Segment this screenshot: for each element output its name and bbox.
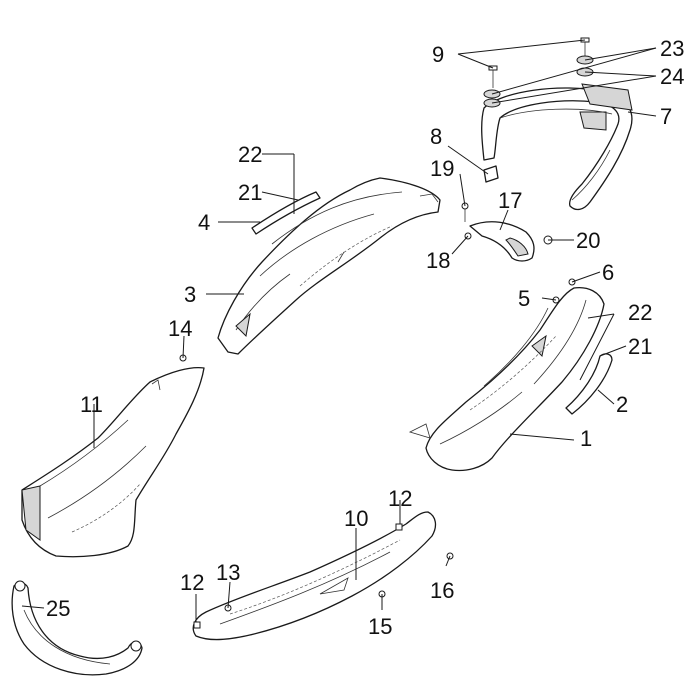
callout-1: 1 <box>580 426 592 451</box>
part-10-lower-side-panel <box>192 511 437 641</box>
callout-17: 17 <box>498 188 522 213</box>
callout-21-left: 21 <box>238 180 262 205</box>
callout-21-right: 21 <box>628 334 652 359</box>
callout-9: 9 <box>432 42 444 67</box>
callout-11: 11 <box>80 392 103 417</box>
part-7-grab-rail <box>481 83 633 211</box>
callout-4: 4 <box>198 210 210 235</box>
callout-18: 18 <box>426 248 450 273</box>
callout-8: 8 <box>430 124 442 149</box>
callout-5: 5 <box>518 286 530 311</box>
callout-12-left: 12 <box>180 570 204 595</box>
part-8-bracket <box>483 165 499 183</box>
callout-22-right: 22 <box>628 300 652 325</box>
part-23-24-washers <box>483 55 594 108</box>
callout-6: 6 <box>602 260 614 285</box>
part-3-left-side-panel <box>217 177 441 355</box>
part-2-trim-strip <box>565 353 613 415</box>
callout-23: 23 <box>660 36 684 61</box>
callout-22-left: 22 <box>238 142 262 167</box>
part-1-right-side-panel <box>408 286 605 472</box>
callout-7: 7 <box>660 104 672 129</box>
callout-14: 14 <box>168 316 192 341</box>
callout-labels: 9 23 24 7 8 19 17 18 20 6 5 22 21 2 1 22… <box>46 36 684 639</box>
callout-2: 2 <box>616 392 628 417</box>
callout-20: 20 <box>576 228 600 253</box>
part-4-trim-strip <box>251 191 321 235</box>
part-11-floor-panel <box>21 366 205 558</box>
callout-19: 19 <box>430 156 454 181</box>
callout-10: 10 <box>344 506 368 531</box>
callout-3: 3 <box>184 282 196 307</box>
leader-lines <box>21 39 657 622</box>
callout-15: 15 <box>368 614 392 639</box>
callout-13: 13 <box>216 560 240 585</box>
callout-24: 24 <box>660 64 684 89</box>
callout-25: 25 <box>46 596 70 621</box>
callout-12-right: 12 <box>388 486 412 511</box>
part-25-lower-trim <box>11 580 143 676</box>
part-17-center-cover <box>469 221 535 262</box>
callout-16: 16 <box>430 578 454 603</box>
